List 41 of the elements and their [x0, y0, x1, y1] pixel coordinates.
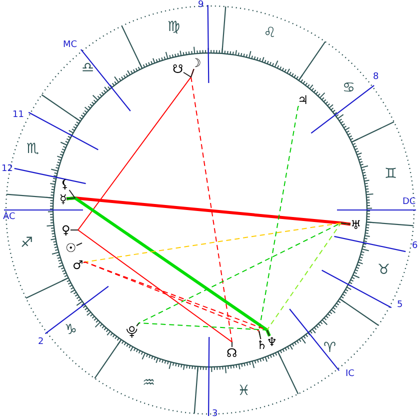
house-label: 12	[2, 164, 13, 174]
zodiac-sign-glyph: ♌	[264, 26, 276, 40]
planet-glyph: ♀	[62, 224, 70, 236]
zodiac-sign-glyph: ♈	[324, 341, 336, 355]
planet-glyph: ☋	[172, 63, 184, 75]
zodiac-sign-glyph: ♓	[238, 384, 250, 398]
zodiac-sign-glyph: ♒	[142, 376, 156, 390]
zodiac-sign-glyph: ♏	[26, 142, 40, 156]
house-label: 3	[212, 410, 218, 418]
house-label: DC	[402, 198, 416, 206]
aspect-line	[66, 196, 271, 337]
house-label: 8	[373, 72, 379, 82]
aspect-line	[66, 190, 76, 200]
zodiac-sign-glyph: ♐	[20, 236, 34, 250]
house-label: 5	[397, 300, 403, 310]
planet-glyph: ♅	[350, 219, 362, 231]
house-label: IC	[346, 370, 354, 378]
zodiac-sign-glyph: ♉	[378, 263, 390, 277]
aspect-line	[183, 68, 194, 78]
planet-glyph: ☽	[190, 57, 202, 69]
zodiac-sign-glyph: ♊	[384, 167, 398, 181]
planet-glyph: ⚸	[60, 178, 70, 190]
planet-glyph: ♂	[72, 259, 84, 271]
house-label: 2	[38, 338, 44, 346]
zodiac-sign-glyph: ♎	[82, 61, 94, 75]
planet-glyph: ♄	[256, 339, 268, 351]
house-label: 9	[198, 0, 204, 10]
zodiac-sign-glyph: ♑	[64, 323, 78, 337]
planet-glyph: ☊	[226, 347, 238, 359]
planet-glyph: ⯓	[126, 326, 138, 338]
house-label: 6	[412, 242, 418, 250]
planet-glyph: ☿	[60, 193, 67, 205]
zodiac-sign-glyph: ♋	[342, 81, 356, 95]
house-label: MC	[63, 40, 78, 50]
zodiac-sign-glyph: ♍	[168, 20, 180, 34]
planet-glyph: ♆	[266, 336, 278, 348]
house-label: AC	[3, 212, 16, 222]
leader-line	[76, 242, 82, 246]
planet-glyph: ☉	[66, 242, 76, 254]
house-label: 11	[12, 110, 24, 120]
planet-glyph: ♃	[298, 94, 308, 106]
